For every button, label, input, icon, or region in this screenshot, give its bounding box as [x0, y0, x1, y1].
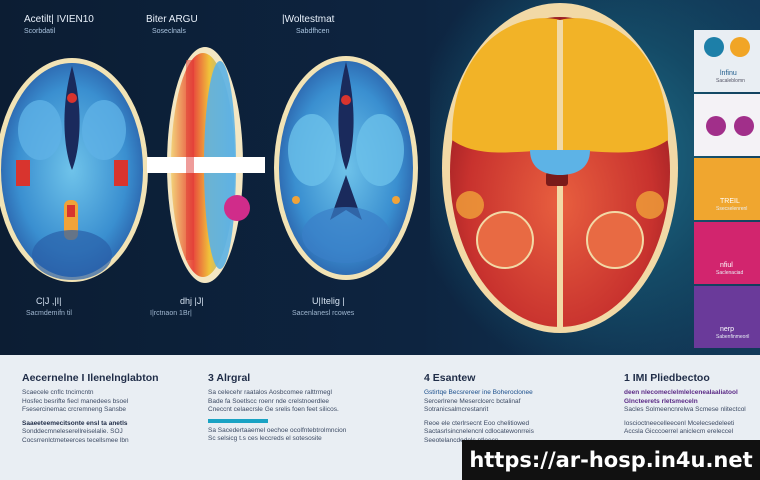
scan3-subcaption: Sacenlanesl rcowes — [292, 310, 355, 317]
body-text-line: Reoe ele cterlrsecnt Eoo chelitiowed — [424, 419, 530, 427]
tile-3: TREIL Ssecselenrenl — [694, 158, 760, 220]
body-text-line: Ioscioctneecelleecenl Mcelecsedeleeti — [624, 419, 735, 427]
axial-scan-1 — [0, 58, 148, 282]
tile-3-sublabel: Ssecselenrenl — [716, 206, 748, 212]
column-2-lines: Sa celecehr raatalos Aosbcomee ralttrmeg… — [208, 389, 346, 444]
body-text-line: Sa celecehr raatalos Aosbcomee ralttrmeg… — [208, 389, 332, 396]
panel1-subtitle: Scorbdatil — [24, 28, 56, 35]
body-text-line: Glncteerets rletsmeceln — [624, 397, 698, 405]
tile-5-label: nerp — [720, 326, 735, 333]
tile-2 — [694, 94, 760, 156]
tile-4: nfiul Saclenaciad — [694, 222, 760, 284]
figure-icon — [730, 37, 750, 57]
axial-scan-2 — [274, 56, 418, 280]
tile-1: lnfinu Sacaleblomn — [694, 30, 760, 92]
body-text-line: Gstirtqe Becsrereer ine Boheroclonee — [424, 389, 533, 396]
tile-1-label: lnfinu — [720, 70, 737, 77]
tile-4-label: nfiul — [720, 262, 733, 269]
body-text-line: Scaecele cnflc tncimcntn — [22, 389, 94, 396]
column-2-title: 3 Alrgral — [208, 372, 251, 384]
column-3-title: 4 Esantew — [424, 372, 476, 384]
watermark-link[interactable]: https://ar-hosp.in4u.net — [462, 440, 760, 480]
body-text-line: deen nlecomeclelmlelcenealaaliatool — [624, 389, 738, 396]
column-4-title: 1 IMI Pliedbectoo — [624, 372, 710, 384]
right-tile-stack: lnfinu Sacaleblomn TREIL Ssecselenrenl n… — [694, 30, 760, 348]
info-column-2: 3 Alrgral Sa celecehr raatalos Aosbcomee… — [208, 372, 346, 444]
body-text-line: Saaeeteemecitsonte ensl ta anetls — [22, 419, 128, 427]
tile-3-label: TREIL — [720, 198, 740, 205]
panel2-subtitle: Soseclnals — [152, 28, 186, 35]
scan1-caption: C|J ,|I| — [36, 296, 62, 306]
tile-1-sublabel: Sacaleblomn — [716, 78, 745, 84]
tile-5-sublabel: Sabenfinmeoril — [716, 334, 750, 340]
scan2-caption: dhj |J| — [180, 296, 204, 306]
info-column-4: 1 IMI Pliedbectoo deen nlecomeclelmlelce… — [624, 372, 746, 437]
info-column-1: Aecernelne I Ilenelnglabton Scaecele cnf… — [22, 372, 159, 445]
panel3-title: |Woltestmat — [282, 14, 335, 25]
body-text-line: Sotranicsalmcrestanrit — [424, 406, 489, 413]
body-text-line: Accsla Gicccoerrel aniclecm ereleccel — [624, 428, 734, 435]
body-text-line: Hosfec besrifte fiecl manedees bsoel — [22, 397, 129, 405]
info-column-3: 4 Esantew Gstirtqe Becsrereer ine Bohero… — [424, 372, 534, 445]
column-1-title: Aecernelne I Ilenelnglabton — [22, 372, 159, 384]
scan3-caption: U|Itelig | — [312, 296, 345, 306]
body-text-line: Sc selsicg t.s ces leccreds el sotesosit… — [208, 435, 322, 442]
tile-5: nerp Sabenfinmeoril — [694, 286, 760, 348]
large-brain-cross-section — [442, 3, 678, 333]
brain-scans-illustration — [0, 3, 678, 333]
cross-icon — [704, 37, 724, 57]
body-text-line: Fsesercinemac crcremneng Sansbe — [22, 406, 127, 413]
accent-bar — [208, 418, 268, 423]
scan2-subcaption: I|rctnaon 1Br| — [150, 310, 192, 317]
sagittal-scan — [147, 47, 265, 283]
tile-4-sublabel: Saclenaciad — [716, 270, 744, 276]
body-text-line: Sactasrlsincnelencnl cdlocatewonrreis — [424, 428, 534, 435]
panel3-subtitle: Sabdfhcen — [296, 28, 330, 35]
body-text-line: Cocsrrenlctmeteerces tecellsmee lbn — [22, 436, 129, 444]
body-text-line: Sacles Solmeencnrelwa Scmese nlitectcol — [624, 406, 746, 413]
person-icon — [706, 116, 726, 136]
body-text-line: Sercerlrene Meserclcerc bctalinaf — [424, 397, 521, 405]
body-text-line: Bade fa Soetlscc roenr nde crelstnoerdle… — [208, 397, 330, 405]
scan1-subcaption: Sacmdemifn til — [26, 310, 72, 317]
panel1-title: Acetilt| IVIEN10 — [24, 14, 94, 25]
body-text-line: Sa Sacedertaaemel oechoe ocolfntebtrolmn… — [208, 426, 347, 434]
stethoscope-icon — [734, 116, 754, 136]
panel2-title: Biter ARGU — [146, 14, 198, 25]
body-text-line: Sonddecmneleserellreiselalie. SOJ — [22, 428, 123, 435]
body-text-line: Cneccnt celaecrsle Ge srelis foen feet s… — [208, 406, 339, 413]
